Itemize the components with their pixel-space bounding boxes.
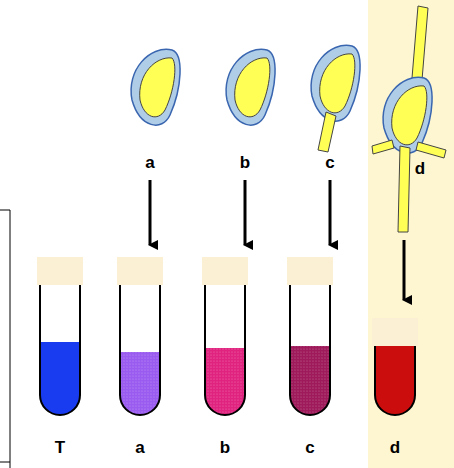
tube-stopper [117, 257, 163, 285]
tube-label: c [305, 439, 314, 456]
tube-liquid-texture [290, 346, 330, 415]
test-tube [372, 318, 418, 415]
tube-stopper [202, 257, 248, 285]
seed-label: a [145, 154, 154, 171]
tube-liquid [120, 352, 160, 415]
test-tube [117, 257, 163, 415]
seedling [372, 6, 446, 232]
tube-label: T [55, 439, 65, 456]
frame-line [0, 210, 10, 468]
frame-line [0, 462, 10, 463]
tube-liquid [40, 342, 80, 415]
tube-stopper [37, 257, 83, 285]
tube-label: d [390, 439, 400, 456]
seed [226, 49, 275, 125]
highlight-band [368, 0, 454, 468]
tube-liquid [290, 346, 330, 415]
test-tube [202, 257, 248, 415]
test-tube [37, 257, 83, 415]
arrow [150, 180, 404, 300]
seed-label: c [325, 154, 334, 171]
tube-label: a [135, 439, 144, 456]
tube-liquid [205, 348, 245, 415]
tube-liquid-texture [120, 352, 160, 415]
tube-liquid-texture [205, 348, 245, 415]
tube-label: b [220, 439, 230, 456]
germinating-seed [311, 45, 360, 152]
seed [131, 49, 180, 125]
tube-stopper [287, 257, 333, 285]
test-tube [287, 257, 333, 415]
tube-liquid [375, 346, 415, 415]
seed-label: d [415, 160, 425, 177]
tube-stopper [372, 318, 418, 346]
seed-label: b [240, 154, 250, 171]
